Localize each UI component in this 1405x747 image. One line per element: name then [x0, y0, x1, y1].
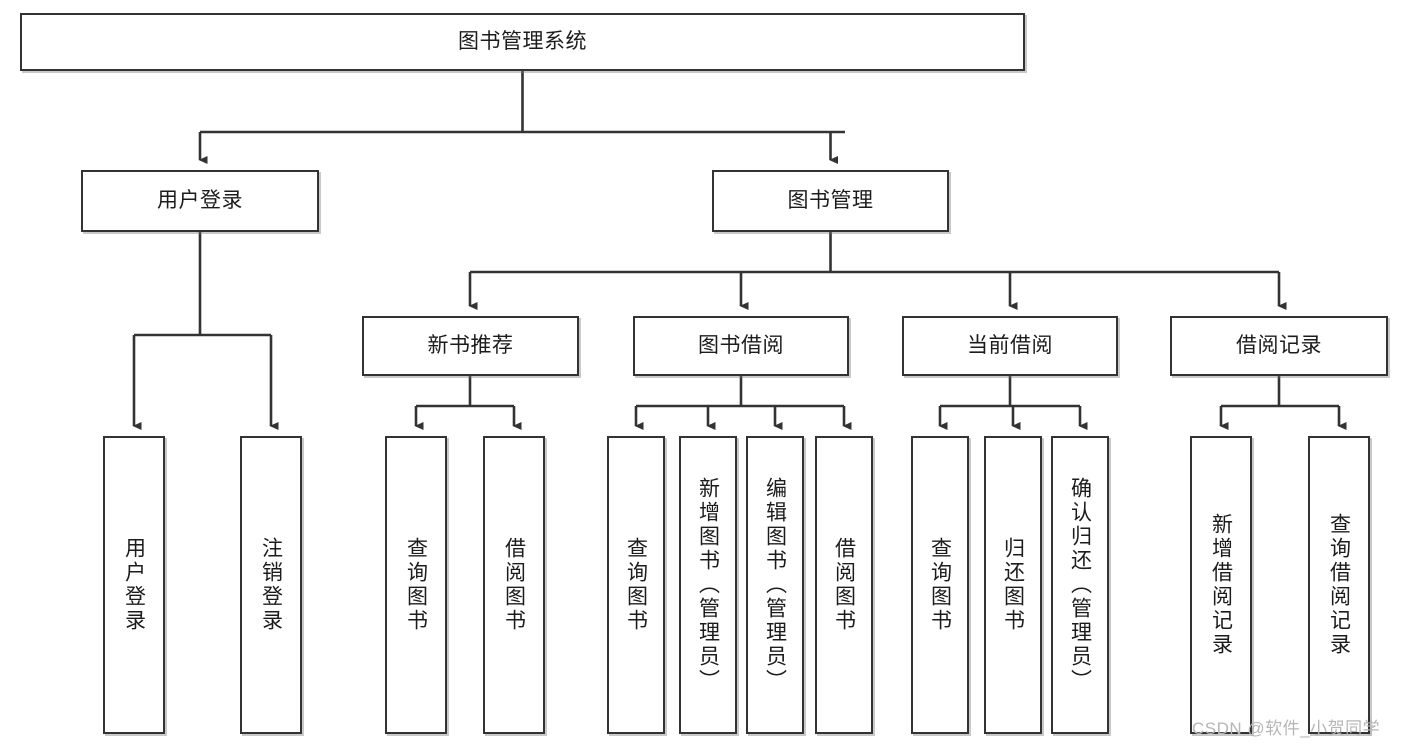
node-book-manage-label: 图书管理	[787, 188, 874, 212]
node-leaf-borrow-book-1-label: 借阅图书	[502, 537, 526, 633]
node-leaf-borrow-book-1[interactable]: 借阅图书	[483, 436, 545, 734]
node-leaf-add-borrow-record-label: 新增借阅记录	[1209, 513, 1233, 657]
node-leaf-query-borrow-record-label: 查询借阅记录	[1327, 513, 1351, 657]
node-new-book-recommend[interactable]: 新书推荐	[362, 316, 579, 376]
node-book-manage[interactable]: 图书管理	[712, 170, 949, 232]
node-user-login[interactable]: 用户登录	[81, 170, 319, 232]
node-leaf-user-login-label: 用户登录	[122, 537, 146, 633]
node-leaf-query-book-1[interactable]: 查询图书	[385, 436, 447, 734]
node-leaf-add-borrow-record[interactable]: 新增借阅记录	[1190, 436, 1252, 734]
node-leaf-query-book-3[interactable]: 查询图书	[911, 436, 969, 734]
node-leaf-edit-book-label: 编辑图书（管理员）	[763, 477, 787, 693]
node-current-borrow-label: 当前借阅	[967, 333, 1053, 357]
node-leaf-user-logout[interactable]: 注销登录	[240, 436, 302, 734]
node-user-login-label: 用户登录	[157, 188, 243, 212]
node-leaf-query-borrow-record[interactable]: 查询借阅记录	[1308, 436, 1370, 734]
node-leaf-borrow-book-2-label: 借阅图书	[832, 537, 856, 633]
node-leaf-add-book-label: 新增图书（管理员）	[696, 477, 720, 693]
node-leaf-return-book-label: 归还图书	[1001, 537, 1025, 633]
node-leaf-query-book-1-label: 查询图书	[404, 537, 428, 633]
node-borrow-record-label: 借阅记录	[1236, 333, 1322, 357]
node-root[interactable]: 图书管理系统	[20, 13, 1025, 71]
node-current-borrow[interactable]: 当前借阅	[902, 316, 1118, 376]
node-leaf-confirm-return[interactable]: 确认归还（管理员）	[1051, 436, 1109, 734]
csdn-watermark: CSDN @软件_小贺同学	[1192, 719, 1381, 738]
node-new-book-recommend-label: 新书推荐	[427, 333, 514, 357]
node-leaf-query-book-2[interactable]: 查询图书	[607, 436, 665, 734]
node-book-borrow[interactable]: 图书借阅	[633, 316, 849, 376]
node-leaf-edit-book[interactable]: 编辑图书（管理员）	[746, 436, 804, 734]
node-leaf-query-book-2-label: 查询图书	[624, 537, 648, 633]
node-leaf-user-login[interactable]: 用户登录	[103, 436, 165, 734]
node-leaf-query-book-3-label: 查询图书	[928, 537, 952, 633]
node-book-borrow-label: 图书借阅	[698, 333, 784, 357]
node-leaf-return-book[interactable]: 归还图书	[984, 436, 1042, 734]
node-borrow-record[interactable]: 借阅记录	[1170, 316, 1388, 376]
node-leaf-confirm-return-label: 确认归还（管理员）	[1068, 477, 1092, 693]
node-root-label: 图书管理系统	[458, 29, 587, 53]
node-leaf-user-logout-label: 注销登录	[259, 537, 283, 633]
node-leaf-add-book[interactable]: 新增图书（管理员）	[679, 436, 737, 734]
node-leaf-borrow-book-2[interactable]: 借阅图书	[815, 436, 873, 734]
